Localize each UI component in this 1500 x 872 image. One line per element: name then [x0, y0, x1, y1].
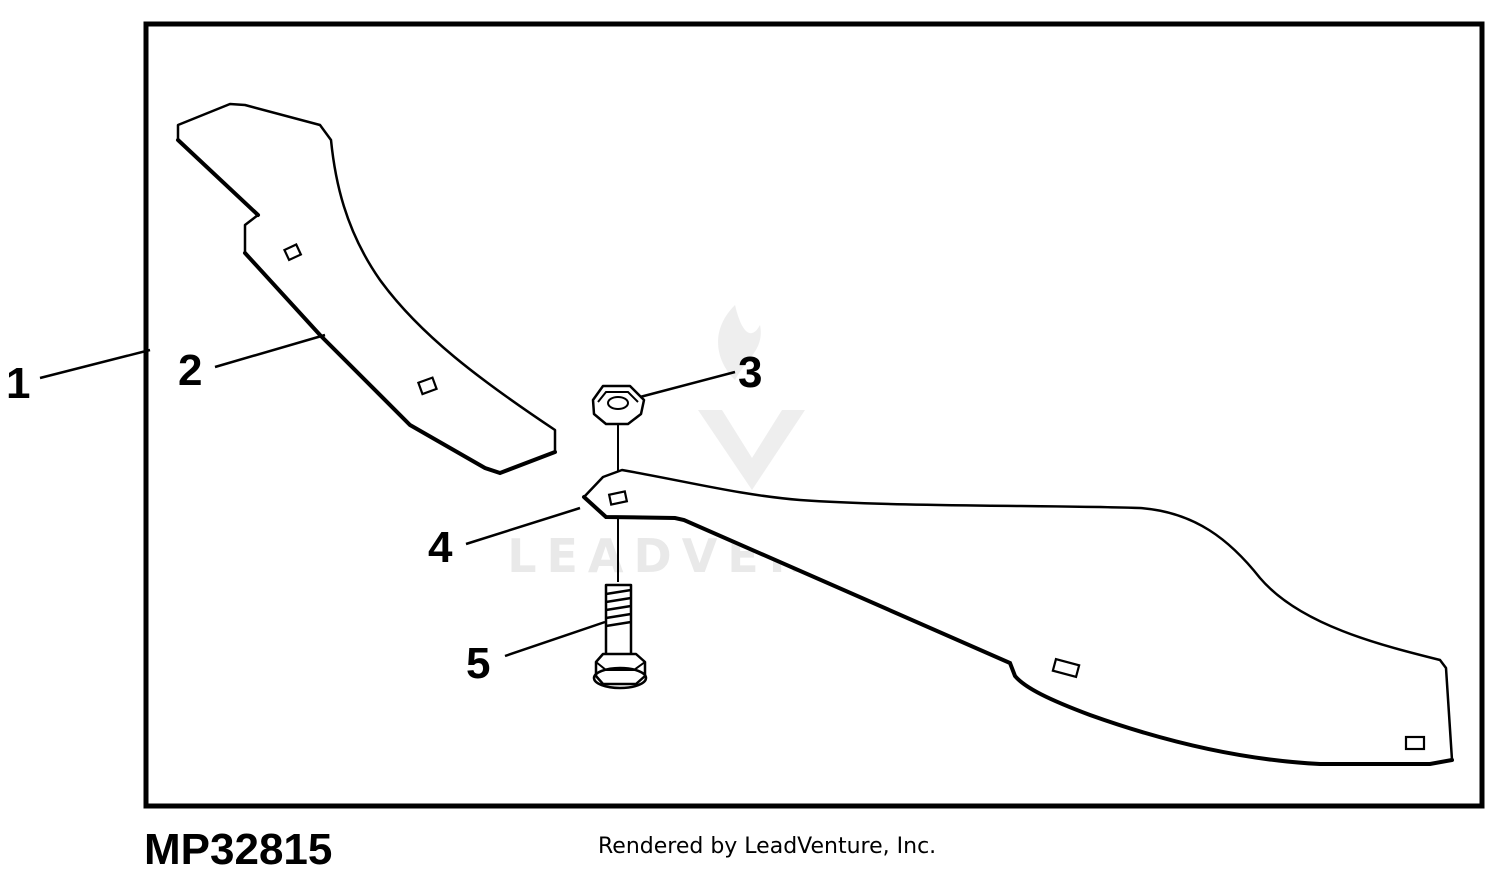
blade-hole	[282, 243, 303, 262]
blade-hole	[1404, 735, 1426, 751]
callout-2: 2	[178, 346, 202, 395]
blade-hole	[1051, 657, 1081, 679]
leader-5	[504, 620, 606, 658]
nut-part	[591, 384, 646, 490]
callout-1: 1	[6, 359, 30, 408]
diagram-frame	[143, 21, 1485, 809]
leader-2	[214, 333, 326, 369]
figure-id: MP32815	[144, 825, 332, 872]
leader-1	[39, 348, 151, 380]
leader-3	[639, 370, 736, 399]
callout-4: 4	[428, 523, 453, 572]
blade-hole	[416, 376, 438, 396]
blade-part	[582, 468, 1454, 766]
bolt-part	[592, 517, 648, 690]
leadventure-logo-icon	[698, 305, 805, 490]
callout-3: 3	[738, 348, 762, 397]
mulching-blade-part	[176, 102, 557, 476]
credit-text: Rendered by LeadVenture, Inc.	[598, 834, 936, 859]
blade-hole	[607, 490, 629, 506]
leader-4	[465, 506, 581, 546]
callout-5: 5	[466, 639, 490, 688]
